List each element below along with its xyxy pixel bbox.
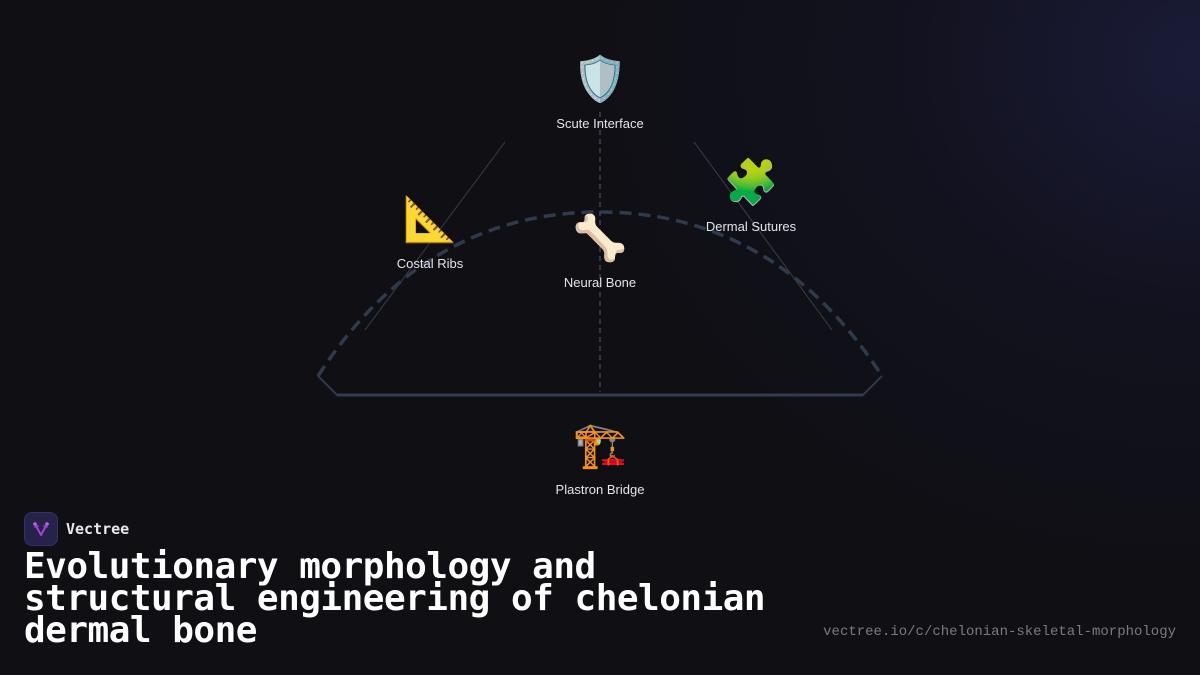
guide-line-left	[364, 141, 506, 331]
triangular-ruler-icon: 📐	[402, 194, 458, 245]
title-line-2: structural engineering of chelonian	[24, 578, 766, 619]
shield-icon: 🛡️	[572, 54, 628, 105]
guide-line-right	[693, 141, 833, 331]
brand: Vectree	[24, 512, 129, 546]
title-line-1: Evolutionary morphology and	[24, 546, 596, 587]
puzzle-piece-icon: 🧩	[723, 157, 779, 208]
node-label: Plastron Bridge	[555, 482, 645, 497]
brand-logo	[24, 512, 58, 546]
node-scute-interface[interactable]: 🛡️ Scute Interface	[556, 54, 643, 131]
node-dermal-sutures[interactable]: 🧩 Dermal Sutures	[706, 157, 796, 234]
construction-crane-icon: 🏗️	[572, 420, 628, 471]
node-plastron-bridge[interactable]: 🏗️ Plastron Bridge	[556, 420, 645, 497]
page-title: Evolutionary morphology and structural e…	[24, 546, 844, 651]
node-label: Costal Ribs	[396, 256, 464, 271]
brand-name: Vectree	[66, 520, 130, 538]
node-neural-bone[interactable]: 🦴 Neural Bone	[564, 213, 636, 290]
title-line-3: dermal bone	[24, 610, 257, 651]
node-costal-ribs[interactable]: 📐 Costal Ribs	[397, 194, 463, 271]
carapace-arch	[316, 210, 884, 377]
node-label: Dermal Sutures	[705, 219, 797, 234]
vectree-fork-icon	[33, 522, 49, 536]
source-url[interactable]: vectree.io/c/chelonian-skeletal-morpholo…	[823, 624, 1176, 640]
node-label: Scute Interface	[556, 116, 644, 131]
bone-icon: 🦴	[572, 213, 628, 264]
node-label: Neural Bone	[563, 275, 637, 290]
